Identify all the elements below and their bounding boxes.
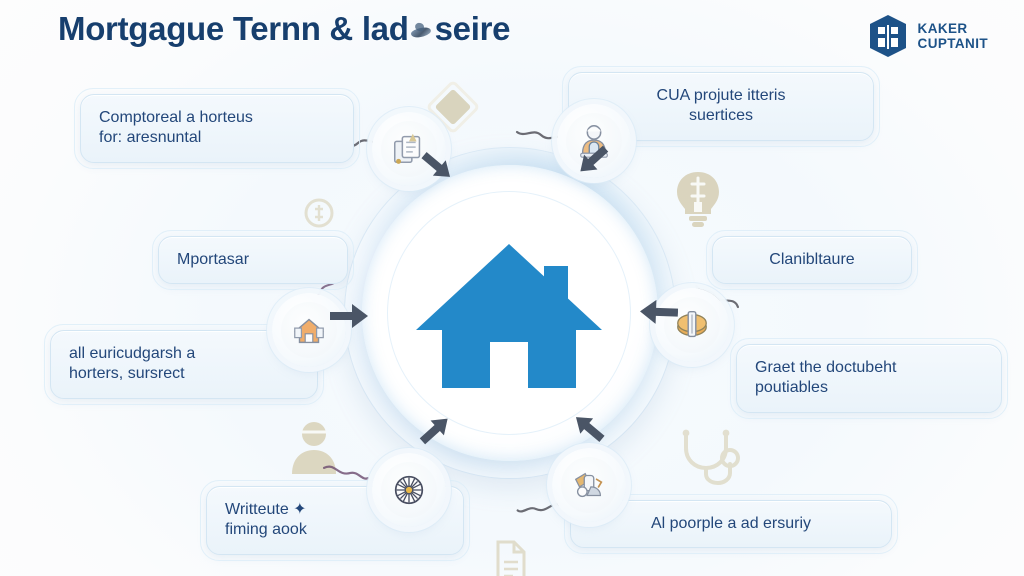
brand-name: KAKER CUPTANIT xyxy=(918,21,988,51)
page-title: Mortgague Ternn & lad seire xyxy=(58,10,510,48)
callout-line: Comptoreal a horteus xyxy=(99,109,253,126)
callout-card[interactable]: Graet the doctubeht poutiables xyxy=(730,338,1008,419)
stethoscope-icon xyxy=(676,428,746,486)
badge-documents-stack[interactable] xyxy=(372,112,446,186)
callout-line: Graet the doctubeht xyxy=(755,359,897,376)
brand-logo: KAKER CUPTANIT xyxy=(867,14,988,58)
lightbulb-dollar-icon xyxy=(672,168,724,230)
keys-cluster-icon xyxy=(561,457,617,513)
hub-arrow-bottom-right xyxy=(570,409,609,446)
callout-line: all euricudgarsh a xyxy=(69,345,196,362)
hub-arrow-top-right xyxy=(574,141,613,179)
document-icon xyxy=(490,540,530,576)
page-title-part-b: seire xyxy=(434,10,511,47)
hub-center xyxy=(388,192,630,434)
brand-name-line2: CUPTANIT xyxy=(917,36,988,51)
house-orange-icon xyxy=(281,302,337,358)
callout-line: CUA projute itteris xyxy=(656,87,786,104)
badge-coins-money[interactable] xyxy=(655,288,729,362)
page-title-part-a: Mortgague Ternn & lad xyxy=(58,10,409,47)
badge-keys-cluster[interactable] xyxy=(552,448,626,522)
brand-name-line1: KAKER xyxy=(917,20,968,36)
documents-stack-icon xyxy=(381,121,437,177)
callout-line: Clanibltaure xyxy=(769,251,855,268)
hub-arrow-bottom-left xyxy=(416,411,455,449)
title-smudge-glyph xyxy=(409,22,435,42)
callout-card[interactable]: Al poorple a ad ersuriy xyxy=(564,493,898,556)
callout-line: fiming aook xyxy=(225,521,307,539)
callout-line: poutiables xyxy=(755,379,828,397)
callout-line: Mportasar xyxy=(177,251,250,268)
wheel-spokes-icon xyxy=(381,462,437,518)
hub-arrow-right xyxy=(640,299,679,324)
coin-icon xyxy=(302,196,336,230)
hub-arrow-left xyxy=(330,304,368,328)
callout-card[interactable]: Comptoreal a horteus for: aresnuntal xyxy=(74,88,360,169)
house-icon xyxy=(416,238,602,388)
callout-line: for: aresnuntal xyxy=(99,129,202,147)
callout-line: Writteute ✦ xyxy=(225,501,307,518)
badge-wheel-spokes[interactable] xyxy=(372,453,446,527)
coins-money-icon xyxy=(664,297,720,353)
hub-arrow-top-left xyxy=(418,147,457,184)
connector-squiggle-bottom-left xyxy=(320,453,373,494)
callout-card[interactable]: Clanibltaure xyxy=(706,229,918,292)
diamond-icon xyxy=(424,78,482,136)
badge-house-orange[interactable] xyxy=(272,293,346,367)
callout-line: Al poorple a ad ersuriy xyxy=(650,515,812,532)
building-hexagon-icon xyxy=(867,14,909,58)
callout-line: suertices xyxy=(688,107,754,125)
callout-line: horters, sursrect xyxy=(69,365,185,383)
connector-squiggle-bottom-right xyxy=(514,493,566,526)
callout-card[interactable]: Mportasar xyxy=(152,229,354,292)
